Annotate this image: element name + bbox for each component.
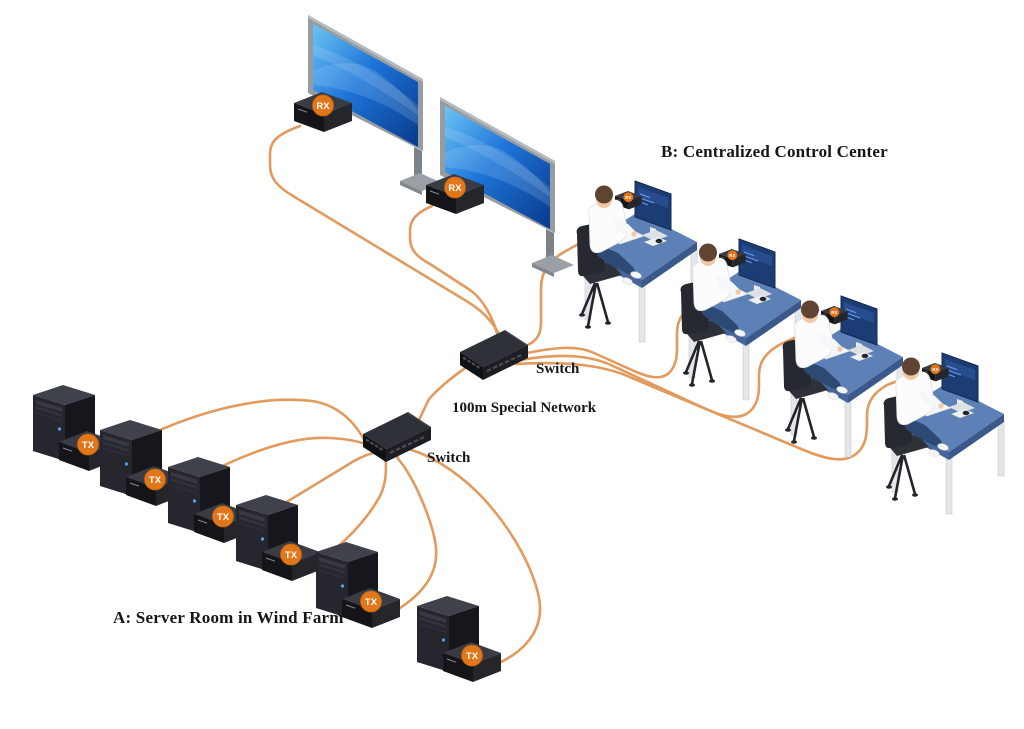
cable-display1-to-switch [268, 124, 504, 344]
cable-tx1-to-switch [115, 398, 368, 453]
cable-switch-to-workstation2 [520, 289, 718, 379]
cable-tx5-to-switch [395, 454, 438, 610]
label-network-link: 100m Special Network [452, 400, 597, 416]
control-room-display-1 [294, 15, 442, 195]
device-layer [33, 15, 1004, 682]
label-switch-bottom: Switch [427, 450, 471, 466]
cable-display2-to-switch [408, 204, 500, 339]
network-switch-top [458, 328, 530, 382]
label-zone-b: B: Centralized Control Center [661, 142, 888, 161]
cable-switch-to-switch [417, 364, 470, 422]
control-room-display-2 [426, 97, 574, 277]
cable-tx2-to-switch [182, 436, 375, 488]
operator-workstation-4 [884, 353, 1004, 514]
cable-switch-to-workstation3 [518, 335, 798, 419]
cable-tx6-to-switch [407, 447, 542, 664]
server-tower-6 [417, 596, 501, 682]
label-zone-a: A: Server Room in Wind Farm [113, 608, 344, 627]
label-switch-top: Switch [536, 361, 580, 377]
operator-workstation-2 [681, 239, 801, 400]
cable-switch-to-workstation4 [514, 361, 905, 461]
operator-workstation-1 [577, 181, 697, 342]
server-tower-4 [236, 495, 320, 581]
